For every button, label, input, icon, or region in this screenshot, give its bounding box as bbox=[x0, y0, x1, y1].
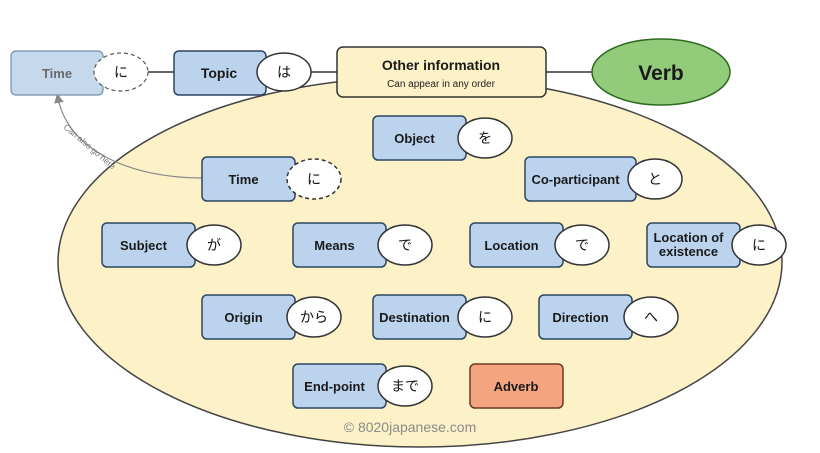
end-point-particle-bubble bbox=[377, 365, 433, 407]
location-particle-bubble bbox=[554, 224, 610, 266]
topic-label: Topic bbox=[201, 65, 238, 81]
location-of-existence-label: existence bbox=[659, 244, 718, 259]
other-information-title: Other information bbox=[382, 57, 500, 73]
means-particle-bubble bbox=[377, 224, 433, 266]
watermark: © 8020japanese.com bbox=[344, 419, 477, 435]
means-label: Means bbox=[314, 238, 354, 253]
topic-particle: は bbox=[277, 65, 291, 81]
origin-particle-bubble bbox=[286, 296, 342, 338]
time-label: Time bbox=[228, 172, 258, 187]
arrow-note: Can also go here bbox=[62, 122, 118, 171]
end-point-component: End-point まで bbox=[292, 363, 433, 409]
origin-label: Origin bbox=[224, 310, 262, 325]
origin-particle: から bbox=[300, 310, 328, 326]
time-component: Time に bbox=[201, 156, 342, 202]
location-label: Location bbox=[484, 238, 538, 253]
direction-particle-bubble bbox=[623, 296, 679, 338]
co-participant-particle-bubble bbox=[627, 158, 683, 200]
top-time-label: Time bbox=[42, 66, 72, 81]
verb-oval bbox=[591, 38, 731, 106]
direction-label: Direction bbox=[552, 310, 608, 325]
direction-component: Direction へ bbox=[538, 294, 679, 340]
top-time-particle-bubble bbox=[93, 52, 149, 92]
location-of-existence-label: Location of bbox=[653, 230, 724, 245]
subject-component: Subject が bbox=[101, 222, 242, 268]
destination-component: Destination に bbox=[372, 294, 513, 340]
means-component: Means で bbox=[292, 222, 433, 268]
co-participant-particle: と bbox=[648, 172, 662, 188]
co-participant-label: Co-participant bbox=[531, 172, 620, 187]
co-participant-component: Co-participant と bbox=[524, 156, 683, 202]
other-information-box bbox=[336, 46, 547, 98]
subject-label: Subject bbox=[120, 238, 168, 253]
adverb-label: Adverb bbox=[494, 379, 539, 394]
location-particle: で bbox=[575, 238, 589, 254]
end-point-label: End-point bbox=[304, 379, 365, 394]
destination-label: Destination bbox=[379, 310, 450, 325]
object-particle-bubble bbox=[457, 117, 513, 159]
direction-particle: へ bbox=[644, 310, 658, 326]
means-particle: で bbox=[398, 238, 412, 254]
location-of-existence-particle-bubble bbox=[731, 224, 787, 266]
verb-label: Verb bbox=[638, 62, 684, 85]
components-group: Object を Time に Co-participant と Subject が Means… bbox=[101, 115, 787, 409]
origin-component: Origin から bbox=[201, 294, 342, 340]
location-component: Location で bbox=[469, 222, 610, 268]
subject-particle: が bbox=[207, 238, 221, 254]
location-of-existence-particle: に bbox=[752, 238, 766, 254]
end-point-particle: まで bbox=[391, 379, 419, 395]
top-time-particle: に bbox=[114, 65, 128, 81]
object-component: Object を bbox=[372, 115, 513, 161]
destination-particle: に bbox=[478, 310, 492, 326]
time-relocation-arrow bbox=[54, 93, 203, 179]
time-particle: に bbox=[307, 172, 321, 188]
destination-particle-bubble bbox=[457, 296, 513, 338]
subject-particle-bubble bbox=[186, 224, 242, 266]
object-label: Object bbox=[394, 131, 435, 146]
time-particle-bubble bbox=[286, 158, 342, 200]
adverb-box bbox=[469, 363, 564, 409]
topic-particle-bubble bbox=[256, 52, 312, 92]
other-information-subtitle: Can appear in any order bbox=[387, 79, 496, 90]
object-particle: を bbox=[478, 131, 492, 147]
